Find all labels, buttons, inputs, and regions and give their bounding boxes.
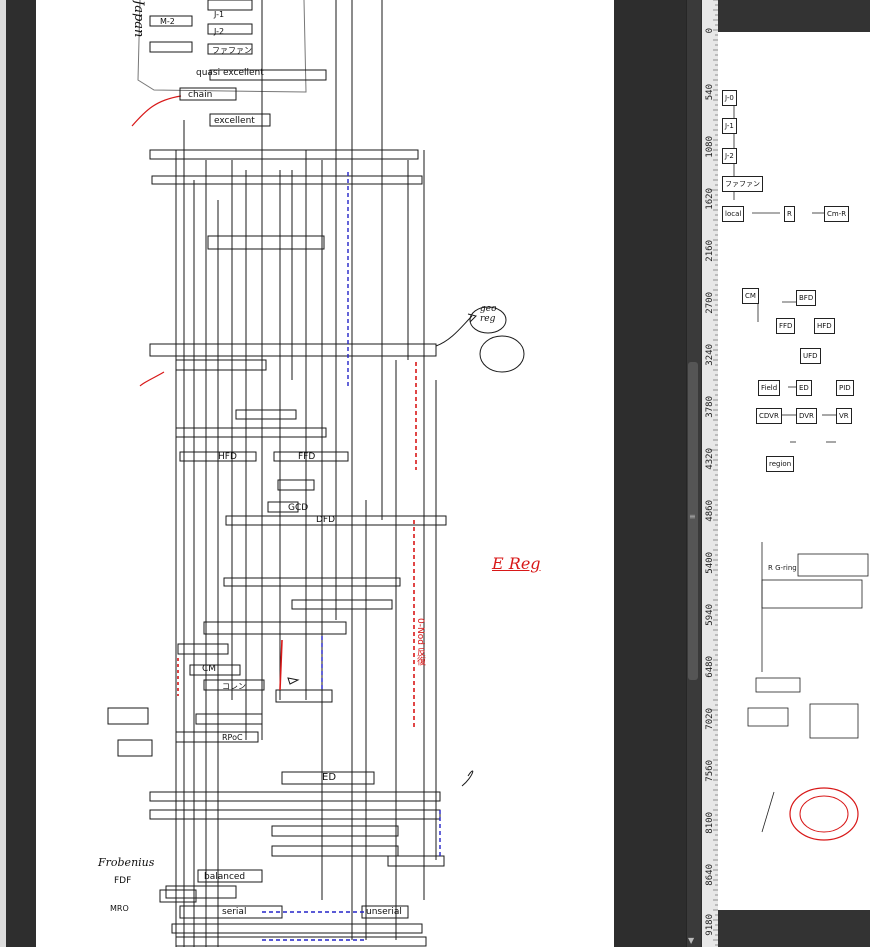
preview-node: CDVR [756,408,782,424]
preview-node: ファファン [722,176,763,192]
ruler-label: 4860 [705,500,715,522]
ruler-label: 2160 [705,240,715,262]
node-dfd: DFD [316,515,336,525]
preview-node: HFD [814,318,835,334]
node-fafan: ファファン [212,46,252,55]
preview-node: VR [836,408,852,424]
preview-node: Cm-R [824,206,850,222]
preview-node: BFD [796,290,817,306]
node-ed: ED [322,772,337,783]
ruler-label: 9180 [705,914,715,936]
vertical-ruler: 0 540 1080 1620 2160 2700 3240 3780 4320… [702,0,719,947]
ruler-label: 5400 [705,552,715,574]
red-dashed-lines [177,362,417,730]
geo-reg-label: geo reg [480,304,497,324]
preview-node: J-0 [722,90,737,106]
preview-node: Field [758,380,781,396]
node-fdf: FDF [114,876,132,886]
japan-label: Japan [131,0,146,38]
red-vertical-note: 0-Nod 反復 [415,618,425,666]
node-kore: コレン [222,682,246,691]
red-reg-annotation: E Reg [492,554,541,573]
node-j2: J-2 [214,27,225,36]
ruler-label: 5940 [705,604,715,626]
ruler-label: 4320 [705,448,715,470]
node-ffd: FFD [298,452,316,462]
ruler-label: 8100 [705,812,715,834]
preview-node: UFD [800,348,821,364]
node-balanced: balanced [204,872,246,882]
scroll-down-arrow-icon[interactable]: ▼ [688,936,695,945]
node-hfd: HFD [218,452,237,462]
ruler-label: 1620 [705,188,715,210]
ruler-label: 6480 [705,656,715,678]
node-chain: chain [188,90,213,100]
node-cm: CM [202,664,217,674]
frobenius-label: Frobenius [98,856,155,869]
preview-node: CM [742,288,759,304]
left-panel-strip [0,0,36,947]
left-panel-edge [0,0,6,947]
preview-node: PID [836,380,854,396]
preview-node: R [784,206,795,222]
drawing-canvas[interactable]: Japan J-1 J-2 ファファン M-2 quasi excellent … [36,0,614,947]
curved-annotations [287,306,525,787]
preview-note: R G-ring [768,564,797,572]
preview-node: ED [796,380,812,396]
sketch-diagram [107,0,525,947]
ruler-label: 8640 [705,864,715,886]
preview-node: J-1 [722,118,737,134]
preview-node: region [766,456,795,472]
node-m2: M-2 [160,17,175,26]
node-serial: serial [222,907,247,917]
preview-page: J-0 J-1 J-2 ファファン local R Cm-R CM BFD FF… [718,32,870,910]
scrollbar-thumb[interactable] [688,362,698,680]
workspace-gutter [614,0,686,947]
grip-icon: ≡ [689,512,696,521]
ruler-label: 1080 [705,136,715,158]
node-j1: J-1 [214,10,225,19]
preview-node: J-2 [722,148,737,164]
node-quasi-excellent: quasi excellent [196,68,264,78]
vertical-arrow-lines [175,0,437,947]
japan-region-outline [131,0,307,387]
node-rpoc: RPoC [222,733,243,742]
ruler-label: 7560 [705,760,715,782]
preview-node: DVR [796,408,817,424]
ruler-label: 7020 [705,708,715,730]
node-unserial: unserial [366,907,402,917]
horizontal-bars [107,0,447,947]
ruler-label: 3240 [705,344,715,366]
node-mro: MRO [110,904,129,913]
node-gcd: GCD [288,503,309,513]
ruler-label: 3780 [705,396,715,418]
preview-node: FFD [776,318,796,334]
ruler-tick-marks [710,0,718,946]
preview-node: local [722,206,745,222]
ruler-label: 2700 [705,292,715,314]
ruler-label: 0 [705,28,715,34]
blue-dashed-lines [262,172,441,941]
node-excellent: excellent [214,116,255,126]
ruler-label: 540 [705,84,715,101]
navigator-preview[interactable]: J-0 J-1 J-2 ファファン local R Cm-R CM BFD FF… [718,0,870,947]
